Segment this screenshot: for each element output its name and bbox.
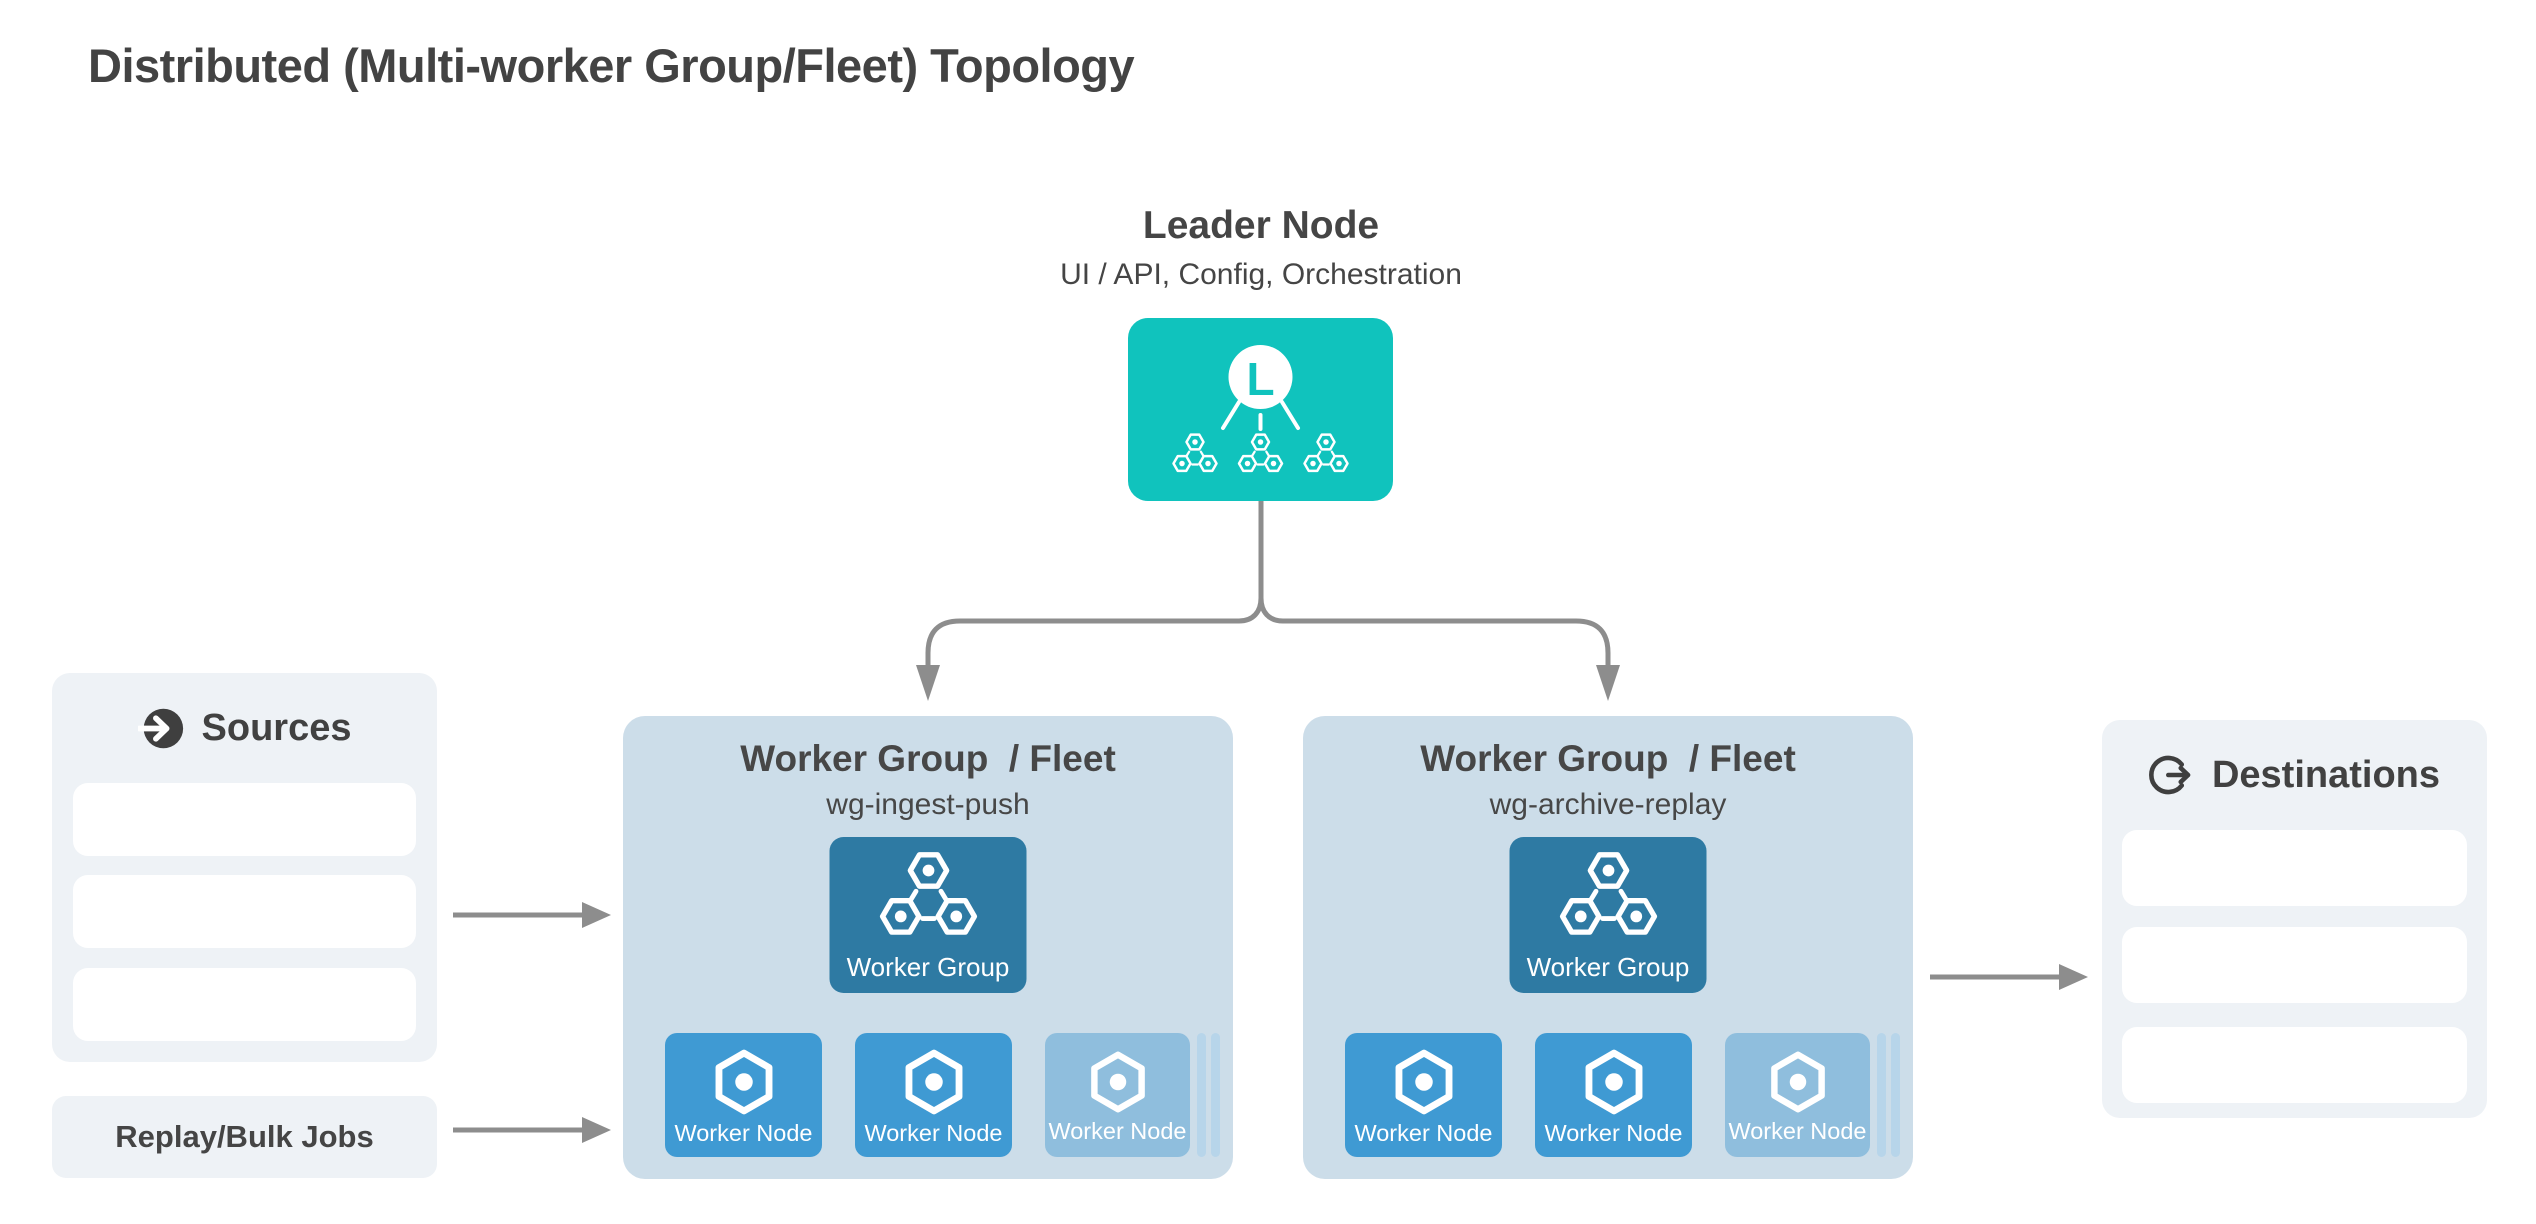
worker-node-box: Worker Node	[1535, 1033, 1692, 1157]
source-placeholder	[73, 875, 416, 948]
enter-arrow-icon	[137, 708, 183, 748]
destinations-label: Destinations	[2211, 753, 2441, 796]
sources-label: Sources	[201, 706, 352, 749]
leader-node-box: L	[1128, 318, 1393, 501]
leader-node-subtitle: UI / API, Config, Orchestration	[1060, 258, 1462, 291]
leader-badge-letter: L	[1246, 353, 1274, 405]
sources-panel: Sources	[52, 673, 437, 1062]
leader-to-wg1-connector	[925, 500, 1264, 668]
worker-node-stack: Worker Node	[1725, 1033, 1901, 1157]
stacked-cards-stripe	[1197, 1033, 1206, 1157]
worker-node-label: Worker Node	[1048, 1117, 1187, 1144]
worker-node-label: Worker Node	[1728, 1117, 1867, 1144]
destinations-header: Destinations	[2102, 750, 2487, 800]
worker-node-box: Worker Node	[1345, 1033, 1502, 1157]
worker-group-title: Worker Group / Fleet	[1420, 738, 1796, 779]
destination-placeholder	[2122, 927, 2467, 1003]
worker-group-icon	[876, 847, 980, 941]
source-placeholder	[73, 968, 416, 1041]
arrowhead-right-replay	[582, 1117, 611, 1143]
worker-node-icon	[1579, 1045, 1649, 1119]
stacked-cards-stripe	[1891, 1033, 1900, 1157]
worker-group-name: wg-ingest-push	[826, 788, 1030, 821]
worker-node-icon	[709, 1045, 779, 1119]
replay-bulk-jobs-panel: Replay/Bulk Jobs	[52, 1096, 437, 1178]
arrowhead-down-right	[1596, 665, 1620, 701]
worker-group-icon	[1556, 847, 1660, 941]
worker-node-box-ghost: Worker Node	[1725, 1033, 1870, 1157]
worker-group-panel-wg-ingest-push: Worker Group / Fleet wg-ingest-push Work…	[623, 716, 1233, 1179]
worker-node-box: Worker Node	[855, 1033, 1012, 1157]
arrowhead-right-destinations	[2059, 964, 2088, 990]
stacked-cards-stripe	[1211, 1033, 1220, 1157]
worker-node-label: Worker Node	[674, 1119, 813, 1146]
worker-node-icon	[1765, 1047, 1831, 1117]
replay-bulk-jobs-label: Replay/Bulk Jobs	[115, 1119, 374, 1154]
leader-icon: L	[1172, 345, 1349, 473]
worker-group-box: Worker Group	[1509, 837, 1707, 993]
stacked-cards-stripe	[1877, 1033, 1886, 1157]
worker-group-title: Worker Group / Fleet	[740, 738, 1116, 779]
arrowhead-right-sources	[582, 902, 611, 928]
exit-arrow-icon	[2149, 755, 2191, 795]
worker-node-label: Worker Node	[864, 1119, 1003, 1146]
source-placeholder	[73, 783, 416, 856]
worker-group-box-label: Worker Group	[1526, 952, 1690, 982]
destinations-panel: Destinations	[2102, 720, 2487, 1118]
destination-placeholder	[2122, 830, 2467, 906]
worker-node-icon	[1389, 1045, 1459, 1119]
worker-group-panel-wg-archive-replay: Worker Group / Fleet wg-archive-replay W…	[1303, 716, 1913, 1179]
worker-node-box: Worker Node	[665, 1033, 822, 1157]
worker-node-label: Worker Node	[1354, 1119, 1493, 1146]
worker-node-icon	[899, 1045, 969, 1119]
worker-node-label: Worker Node	[1544, 1119, 1683, 1146]
worker-group-name: wg-archive-replay	[1489, 788, 1727, 821]
leader-node-title: Leader Node	[1142, 204, 1380, 247]
page-title: Distributed (Multi-worker Group/Fleet) T…	[88, 39, 1135, 92]
leader-to-wg2-connector	[1258, 597, 1611, 668]
arrowhead-down-left	[916, 665, 940, 701]
worker-group-box: Worker Group	[829, 837, 1027, 993]
destination-placeholder	[2122, 1027, 2467, 1103]
worker-node-box-ghost: Worker Node	[1045, 1033, 1190, 1157]
worker-node-icon	[1085, 1047, 1151, 1117]
worker-group-box-label: Worker Group	[846, 952, 1010, 982]
sources-header: Sources	[52, 703, 437, 753]
worker-node-stack: Worker Node	[1045, 1033, 1221, 1157]
